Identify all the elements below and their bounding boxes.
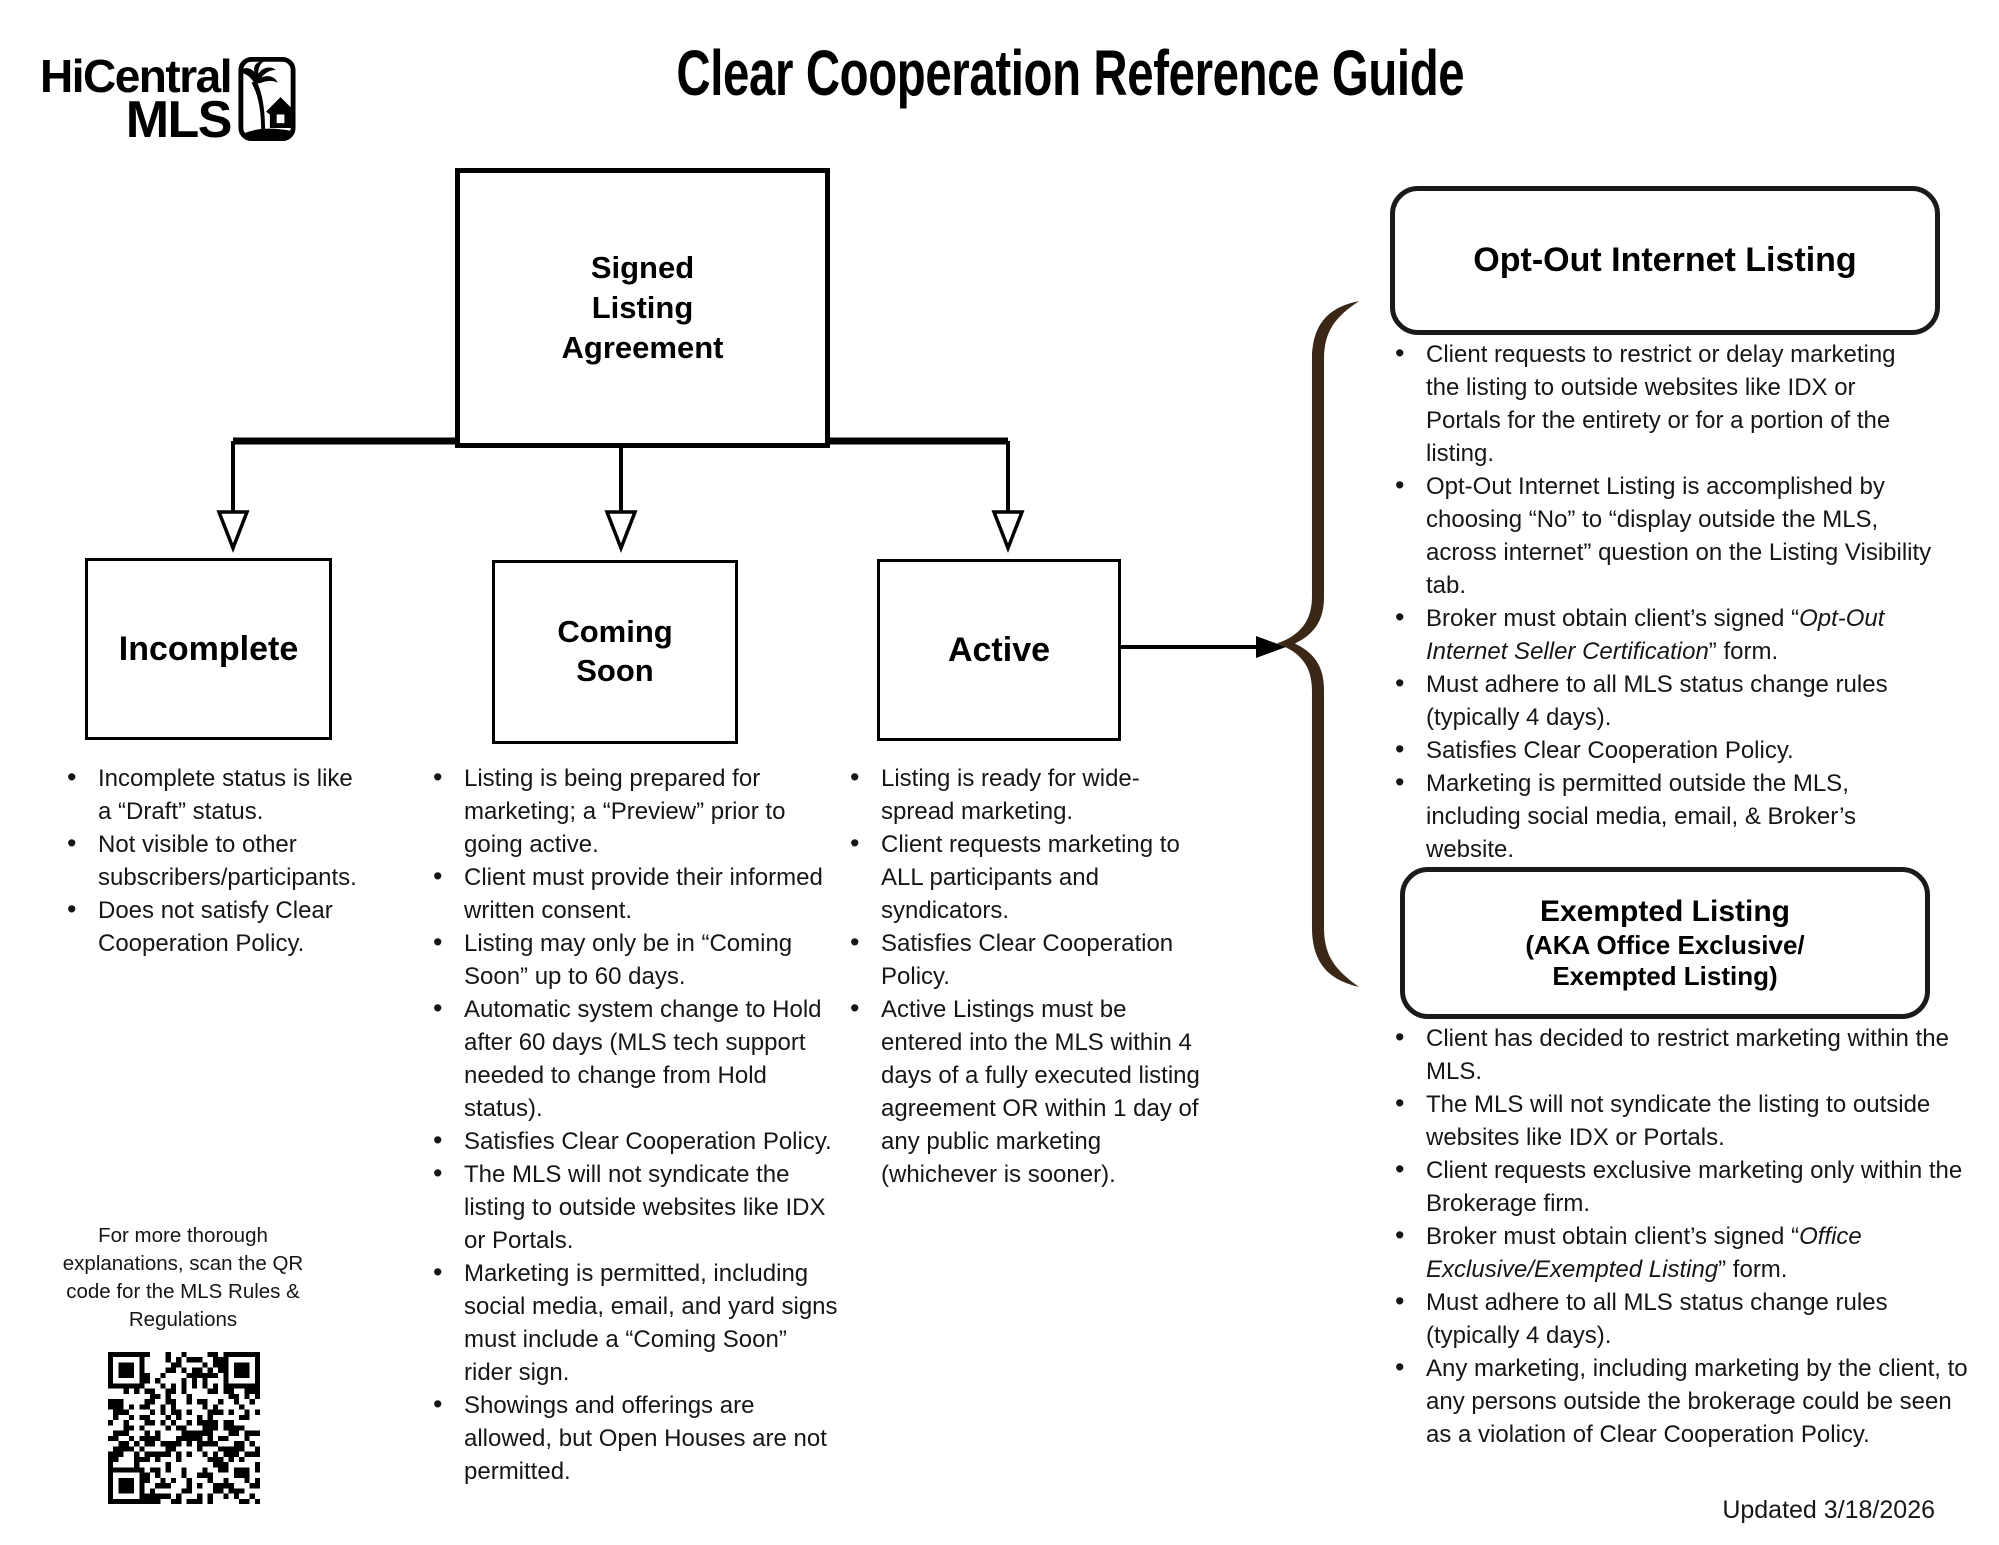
logo-text: HiCentral MLS xyxy=(40,50,233,150)
bullet-text: Marketing is permitted outside the MLS, … xyxy=(1426,770,1856,863)
bullet-text: Satisfies Clear Cooperation Policy. xyxy=(464,1128,832,1155)
flow-box-coming-soon: Coming Soon xyxy=(492,560,738,744)
bullet-item: Client requests to restrict or delay mar… xyxy=(1390,337,1935,470)
bullet-text: Broker must obtain client’s signed “ xyxy=(1426,1223,1800,1250)
bullet-item: Satisfies Clear Cooperation Policy. xyxy=(1390,733,1935,767)
bullet-text: Does not satisfy Clear Cooperation Polic… xyxy=(98,897,333,957)
page-title: Clear Cooperation Reference Guide xyxy=(520,36,1620,110)
bullet-text: Listing is ready for wide-spread marketi… xyxy=(881,765,1140,825)
bullet-item: Incomplete status is like a “Draft” stat… xyxy=(62,761,362,828)
flow-box-incomplete: Incomplete xyxy=(85,558,332,740)
bullet-text: Office Exclusive/Exempted Listing xyxy=(1426,1223,1862,1283)
bullet-item: Satisfies Clear Cooperation Policy. xyxy=(845,926,1200,993)
bullet-text: Client must provide their informed writt… xyxy=(464,864,823,924)
arrowhead-down-incomplete xyxy=(216,510,250,553)
bullet-item: Marketing is permitted, including social… xyxy=(428,1256,838,1389)
bullet-item: Not visible to other subscribers/partici… xyxy=(62,827,362,894)
logo-line2: MLS xyxy=(125,91,233,150)
bullet-text: Satisfies Clear Cooperation Policy. xyxy=(881,930,1174,990)
incomplete-bullet-list: Incomplete status is like a “Draft” stat… xyxy=(62,761,362,960)
bullet-text: Must adhere to all MLS status change rul… xyxy=(1426,671,1888,731)
bullet-text: Active Listings must be entered into the… xyxy=(881,996,1200,1188)
bullet-text: Automatic system change to Hold after 60… xyxy=(464,996,822,1122)
bullet-item: Client must provide their informed writt… xyxy=(428,860,838,927)
bullet-text: Opt-Out Internet Seller Certification xyxy=(1426,605,1885,665)
logo: HiCentral MLS xyxy=(40,50,296,150)
bullet-text: Client requests marketing to ALL partici… xyxy=(881,831,1180,924)
bullet-item: Broker must obtain client’s signed “Opt-… xyxy=(1390,601,1935,668)
flow-box-active: Active xyxy=(877,559,1121,741)
active-bullet-list: Listing is ready for wide-spread marketi… xyxy=(845,761,1200,1191)
qr-code xyxy=(108,1352,260,1504)
bullet-item: Opt-Out Internet Listing is accomplished… xyxy=(1390,469,1935,602)
page-title-text: Clear Cooperation Reference Guide xyxy=(676,37,1464,109)
panel-exempted-subtitle: (AKA Office Exclusive/ Exempted Listing) xyxy=(1525,929,1805,991)
arrowhead-down-active xyxy=(991,510,1025,553)
bullet-item: Active Listings must be entered into the… xyxy=(845,992,1200,1191)
bullet-text: The MLS will not syndicate the listing t… xyxy=(1426,1091,1931,1151)
qr-note-text: For more thorough explanations, scan the… xyxy=(62,1224,304,1331)
bullet-text: Broker must obtain client’s signed “ xyxy=(1426,605,1800,632)
panel-exempted-listing: Exempted Listing (AKA Office Exclusive/ … xyxy=(1400,867,1930,1019)
bullet-item: Marketing is permitted outside the MLS, … xyxy=(1390,766,1935,866)
bullet-text: Client has decided to restrict marketing… xyxy=(1426,1025,1949,1085)
bullet-text: Not visible to other subscribers/partici… xyxy=(98,831,357,891)
bullet-item: Showings and offerings are allowed, but … xyxy=(428,1388,838,1488)
bullet-item: Client requests exclusive marketing only… xyxy=(1390,1153,1975,1220)
bullet-item: The MLS will not syndicate the listing t… xyxy=(1390,1087,1975,1154)
bullet-item: Client has decided to restrict marketing… xyxy=(1390,1021,1975,1088)
bullet-text: Listing may only be in “Coming Soon” up … xyxy=(464,930,793,990)
panel-opt-out-internet-listing: Opt-Out Internet Listing xyxy=(1390,186,1940,335)
palm-house-icon xyxy=(238,56,296,142)
arrowhead-down-coming-soon xyxy=(604,510,638,553)
bullet-text: Listing is being prepared for marketing;… xyxy=(464,765,786,858)
opt-out-bullet-list: Client requests to restrict or delay mar… xyxy=(1390,337,1935,866)
bullet-text: Marketing is permitted, including social… xyxy=(464,1260,838,1386)
bullet-text: ” form. xyxy=(1708,638,1779,665)
bullet-text: Any marketing, including marketing by th… xyxy=(1426,1355,1968,1448)
exempted-bullet-list: Client has decided to restrict marketing… xyxy=(1390,1021,1975,1451)
bullet-item: The MLS will not syndicate the listing t… xyxy=(428,1157,838,1257)
bullet-item: Satisfies Clear Cooperation Policy. xyxy=(428,1124,838,1158)
bullet-item: Listing is being prepared for marketing;… xyxy=(428,761,838,861)
bullet-text: ” form. xyxy=(1718,1256,1788,1283)
bullet-text: Client requests exclusive marketing only… xyxy=(1426,1157,1963,1217)
bullet-item: Listing is ready for wide-spread marketi… xyxy=(845,761,1200,828)
bullet-text: Client requests to restrict or delay mar… xyxy=(1426,341,1896,467)
logo-line1: HiCentral xyxy=(40,50,232,102)
bullet-text: Opt-Out Internet Listing is accomplished… xyxy=(1426,473,1932,599)
updated-date: Updated 3/18/2026 xyxy=(1722,1496,1935,1524)
curly-brace-path xyxy=(1276,301,1360,987)
bullet-text: Showings and offerings are allowed, but … xyxy=(464,1392,827,1485)
panel-opt-out-title: Opt-Out Internet Listing xyxy=(1473,241,1857,279)
bullet-text: Incomplete status is like a “Draft” stat… xyxy=(98,765,353,825)
coming-soon-bullet-list: Listing is being prepared for marketing;… xyxy=(428,761,838,1488)
bullet-item: Client requests marketing to ALL partici… xyxy=(845,827,1200,927)
bullet-item: Must adhere to all MLS status change rul… xyxy=(1390,667,1935,734)
bullet-text: The MLS will not syndicate the listing t… xyxy=(464,1161,826,1254)
panel-exempted-title: Exempted Listing xyxy=(1539,895,1791,929)
bullet-item: Broker must obtain client’s signed “Offi… xyxy=(1390,1219,1975,1286)
bullet-item: Listing may only be in “Coming Soon” up … xyxy=(428,926,838,993)
bullet-item: Must adhere to all MLS status change rul… xyxy=(1390,1285,1975,1352)
curly-brace xyxy=(1276,301,1360,987)
bullet-item: Does not satisfy Clear Cooperation Polic… xyxy=(62,893,362,960)
flow-box-signed-listing-agreement: Signed Listing Agreement xyxy=(455,168,830,448)
bullet-item: Automatic system change to Hold after 60… xyxy=(428,992,838,1125)
bullet-text: Satisfies Clear Cooperation Policy. xyxy=(1426,737,1794,764)
bullet-text: Must adhere to all MLS status change rul… xyxy=(1426,1289,1888,1349)
bullet-item: Any marketing, including marketing by th… xyxy=(1390,1351,1975,1451)
